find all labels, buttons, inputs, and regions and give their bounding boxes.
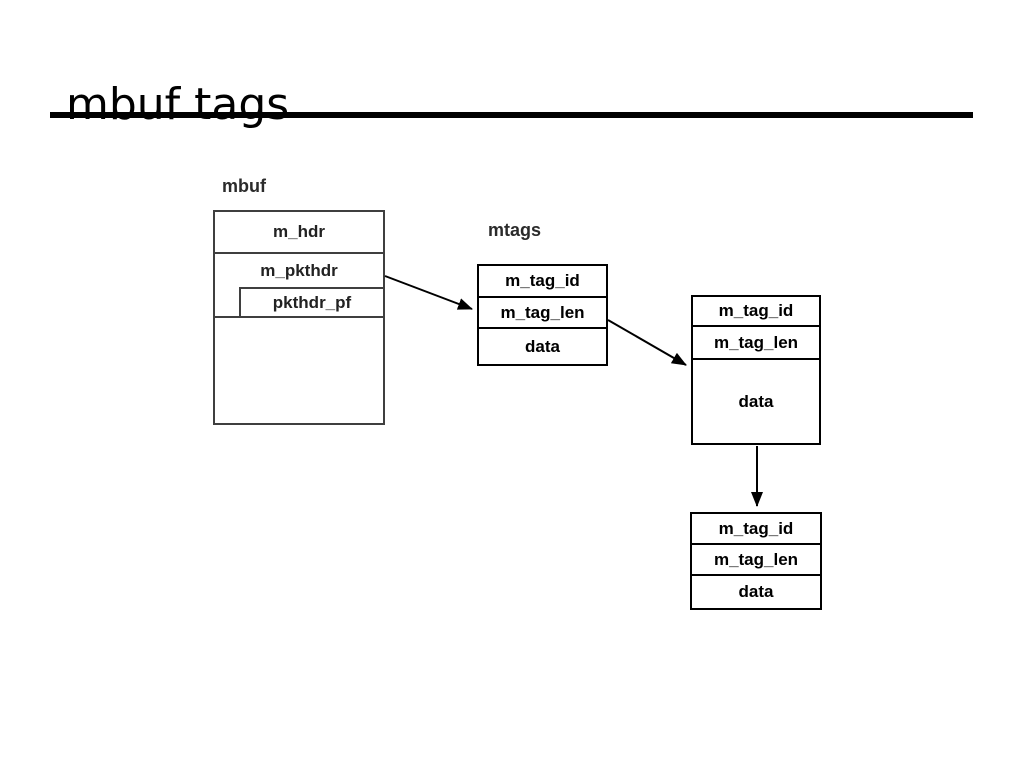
m-pkthdr-label: m_pkthdr [260,260,338,280]
mbuf-row-m-pkthdr: m_pkthdr pkthdr_pf [215,254,383,318]
mbuf-row-m-hdr: m_hdr [215,212,383,254]
page-title: mbuf tags [66,79,290,131]
mtag1-row-m-tag-id: m_tag_id [479,266,606,298]
arrow-mbuf-to-mtag1 [384,275,473,310]
mtag-box-2: m_tag_id m_tag_len data [691,295,821,445]
mtag2-row-m-tag-len: m_tag_len [693,327,819,360]
mtag-box-3: m_tag_id m_tag_len data [690,512,822,610]
arrow-mtag1-to-mtag2 [607,319,687,366]
mbuf-empty-area [215,318,383,423]
mtag2-row-data: data [738,391,774,411]
pkthdr-pf-box: pkthdr_pf [239,287,383,316]
mbuf-struct-box: m_hdr m_pkthdr pkthdr_pf [213,210,385,425]
mtag1-row-data: data [525,336,560,356]
mbuf-label: mbuf [222,176,266,196]
mtags-label: mtags [488,220,542,240]
mtag-box-1: m_tag_id m_tag_len data [477,264,608,366]
mtag2-row-m-tag-id: m_tag_id [693,297,819,327]
mtag3-row-m-tag-len: m_tag_len [692,545,820,576]
mtag1-row-m-tag-len: m_tag_len [479,298,606,329]
mtag3-row-m-tag-id: m_tag_id [692,514,820,545]
title-underline-rule [50,112,973,118]
mtag3-row-data: data [738,582,774,601]
